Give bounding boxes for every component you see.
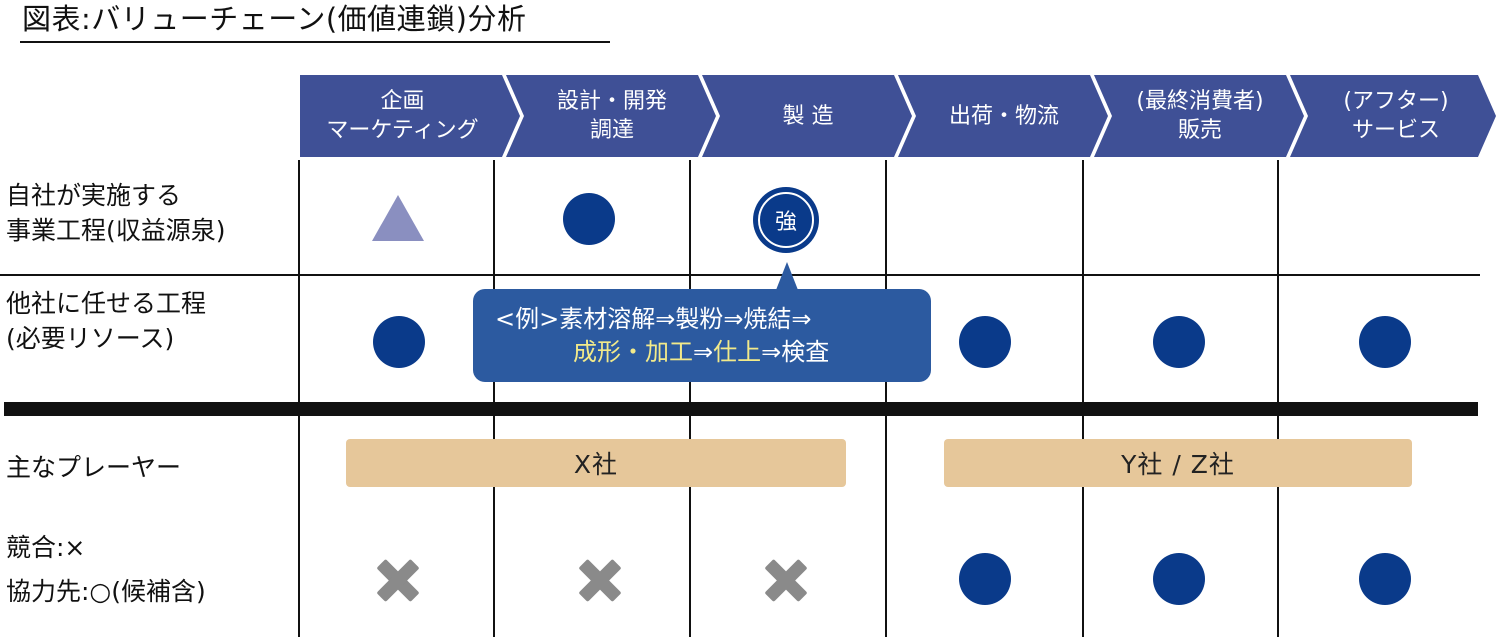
chevron-stage-2 bbox=[506, 75, 716, 157]
page-title: 図表:バリューチェーン(価値連鎖)分析 bbox=[22, 2, 527, 36]
callout-inspection: ⇒検査 bbox=[761, 338, 830, 366]
stage-1-line2: マーケティング bbox=[326, 118, 479, 143]
row-label-own: 自社が実施する 事業工程(収益源泉) bbox=[6, 178, 226, 248]
stage-6-line1: (アフター) bbox=[1343, 89, 1449, 114]
dot-icon bbox=[959, 553, 1011, 605]
row-own-line2: 事業工程(収益源泉) bbox=[6, 216, 226, 245]
stage-label-2: 設計・開発 調達 bbox=[514, 75, 710, 157]
chevron-stage-1 bbox=[300, 75, 520, 157]
process-example-callout: <例>素材溶解⇒製粉⇒焼結⇒ 成形・加工⇒仕上⇒検査 bbox=[473, 289, 931, 382]
strength-badge-label: 強 bbox=[758, 192, 814, 248]
callout-arrow: ⇒ bbox=[693, 338, 714, 366]
cross-icon bbox=[578, 558, 622, 602]
row-label-others: 他社に任せる工程 (必要リソース) bbox=[6, 286, 206, 356]
grid-vline-5 bbox=[1277, 160, 1279, 637]
row-players-line1: 主なプレーヤー bbox=[6, 453, 182, 482]
stage-4-line1: 出荷・物流 bbox=[948, 103, 1059, 129]
value-chain-chevrons bbox=[300, 75, 1496, 157]
chevron-stage-6 bbox=[1290, 75, 1496, 157]
chevron-stage-4 bbox=[898, 75, 1108, 157]
stage-label-4: 出荷・物流 bbox=[906, 75, 1102, 157]
title-underline bbox=[20, 41, 610, 43]
stage-6-line2: サービス bbox=[1351, 118, 1440, 143]
callout-line2: 成形・加工⇒仕上⇒検査 bbox=[573, 337, 829, 368]
stage-label-3: 製 造 bbox=[710, 75, 906, 157]
row-others-line1: 他社に任せる工程 bbox=[6, 289, 207, 318]
row-label-players: 主なプレーヤー bbox=[6, 450, 181, 485]
stage-5-line1: (最終消費者) bbox=[1136, 89, 1264, 114]
cross-icon bbox=[764, 558, 808, 602]
stage-label-1: 企画 マーケティング bbox=[300, 75, 505, 157]
callout-highlight-forming: 成形・加工 bbox=[573, 338, 693, 366]
chevron-stage-5 bbox=[1094, 75, 1304, 157]
stage-1-line1: 企画 bbox=[380, 89, 425, 114]
player-bar-yz: Y社 / Z社 bbox=[944, 439, 1412, 487]
dot-icon bbox=[1359, 316, 1411, 368]
row-others-line2: (必要リソース) bbox=[6, 324, 175, 353]
grid-vline-0 bbox=[298, 160, 300, 637]
stage-2-line2: 調達 bbox=[589, 118, 634, 143]
cross-icon bbox=[376, 558, 420, 602]
stage-3-line1: 製 造 bbox=[782, 103, 834, 129]
row-label-competition: 競合:× 協力先:○(候補含) bbox=[6, 526, 206, 614]
dot-icon bbox=[1359, 553, 1411, 605]
row-own-line1: 自社が実施する bbox=[6, 181, 182, 210]
grid-vline-3 bbox=[885, 160, 887, 637]
dot-icon bbox=[1153, 553, 1205, 605]
grid-vline-1 bbox=[493, 160, 495, 637]
triangle-icon bbox=[372, 195, 424, 241]
row-competition-line2: 協力先:○(候補含) bbox=[6, 577, 206, 606]
dot-icon bbox=[373, 316, 425, 368]
grid-hline-row-divider bbox=[0, 274, 1480, 276]
player-bar-x: X社 bbox=[346, 439, 846, 487]
dot-icon bbox=[563, 193, 615, 245]
row-competition-line1: 競合:× bbox=[6, 533, 86, 562]
chevron-stage-3 bbox=[702, 75, 912, 157]
grid-vline-2 bbox=[689, 160, 691, 637]
strength-icon: 強 bbox=[753, 187, 819, 253]
stage-5-line2: 販売 bbox=[1177, 118, 1222, 143]
grid-vline-4 bbox=[1082, 160, 1084, 637]
dot-icon bbox=[959, 316, 1011, 368]
section-divider bbox=[4, 402, 1478, 416]
callout-line1: <例>素材溶解⇒製粉⇒焼結⇒ bbox=[495, 305, 812, 333]
stage-2-line1: 設計・開発 bbox=[556, 89, 667, 114]
dot-icon bbox=[1153, 316, 1205, 368]
callout-highlight-finishing: 仕上 bbox=[713, 338, 762, 366]
stage-label-5: (最終消費者) 販売 bbox=[1102, 75, 1298, 157]
stage-label-6: (アフター) サービス bbox=[1298, 75, 1494, 157]
callout-pointer bbox=[776, 262, 798, 290]
